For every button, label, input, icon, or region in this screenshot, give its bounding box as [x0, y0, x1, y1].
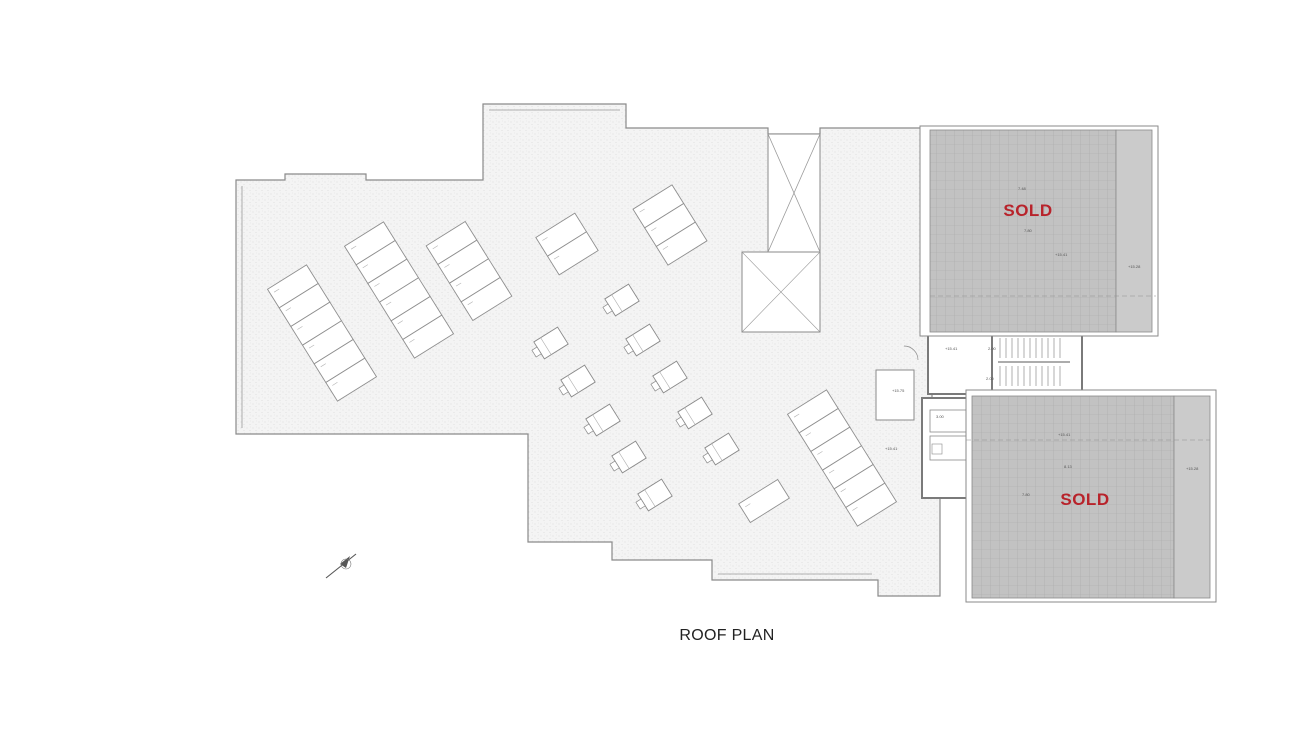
roof-level-label: +15.28 [1186, 466, 1199, 471]
unit-lower-terrace: SOLD +15.41 8.13 7.80 +15.28 [965, 389, 1217, 603]
sun-lounger [702, 432, 740, 466]
unit-dim-label: 7.48 [1018, 186, 1027, 191]
stair-flight [998, 338, 1070, 386]
solar-panel [325, 357, 378, 402]
solar-panel-array [738, 478, 790, 524]
sun-lounger [609, 440, 647, 474]
unit-dim-label: 7.80 [1024, 228, 1033, 233]
solar-panel [845, 482, 898, 527]
unit-level-label: +15.41 [1055, 252, 1068, 257]
core-level-label: +15.41 [945, 346, 958, 351]
plan-title: ROOF PLAN [679, 627, 775, 644]
sun-lounger [635, 478, 673, 512]
unit-dim-label: 7.80 [1022, 492, 1031, 497]
solar-panel [546, 231, 599, 276]
core-dim-label: 3.00 [936, 414, 945, 419]
roof-level-label: +15.28 [1128, 264, 1141, 269]
solar-panel-array [266, 264, 378, 402]
sun-lounger [650, 360, 688, 394]
solar-panel-array [425, 220, 513, 322]
solar-panel [738, 478, 790, 524]
lift-level-label: +15.75 [892, 388, 905, 393]
north-arrow-icon [325, 553, 357, 579]
unit-upper-terrace: SOLD 7.48 7.80 +15.41 +15.28 [919, 125, 1159, 337]
sold-label: SOLD [1003, 201, 1052, 220]
sun-lounger-group [531, 283, 740, 512]
wc-icon [931, 443, 943, 455]
solar-panel-arrays [266, 184, 898, 527]
terrace-level-label: +15.41 [885, 446, 898, 451]
sun-lounger [531, 326, 569, 360]
core-dim-label: 2.00 [988, 346, 997, 351]
door-swing [903, 345, 919, 361]
solar-panel-array [535, 212, 599, 276]
solar-panel [655, 221, 708, 266]
sold-label: SOLD [1060, 490, 1109, 509]
unit-dim-label: 8.13 [1064, 464, 1073, 469]
solar-panel-array [343, 221, 455, 359]
sun-lounger [583, 403, 621, 437]
sun-lounger [558, 364, 596, 398]
core-dim-label: 2.00 [986, 376, 995, 381]
solar-panel-array [632, 184, 708, 266]
sun-lounger [623, 323, 661, 357]
lightwell [741, 133, 821, 333]
sun-lounger [675, 396, 713, 430]
solar-panel [460, 276, 513, 322]
unit-level-label: +15.41 [1058, 432, 1071, 437]
solar-panel-array [786, 389, 898, 527]
solar-panel [402, 314, 455, 359]
sun-lounger [602, 283, 640, 317]
